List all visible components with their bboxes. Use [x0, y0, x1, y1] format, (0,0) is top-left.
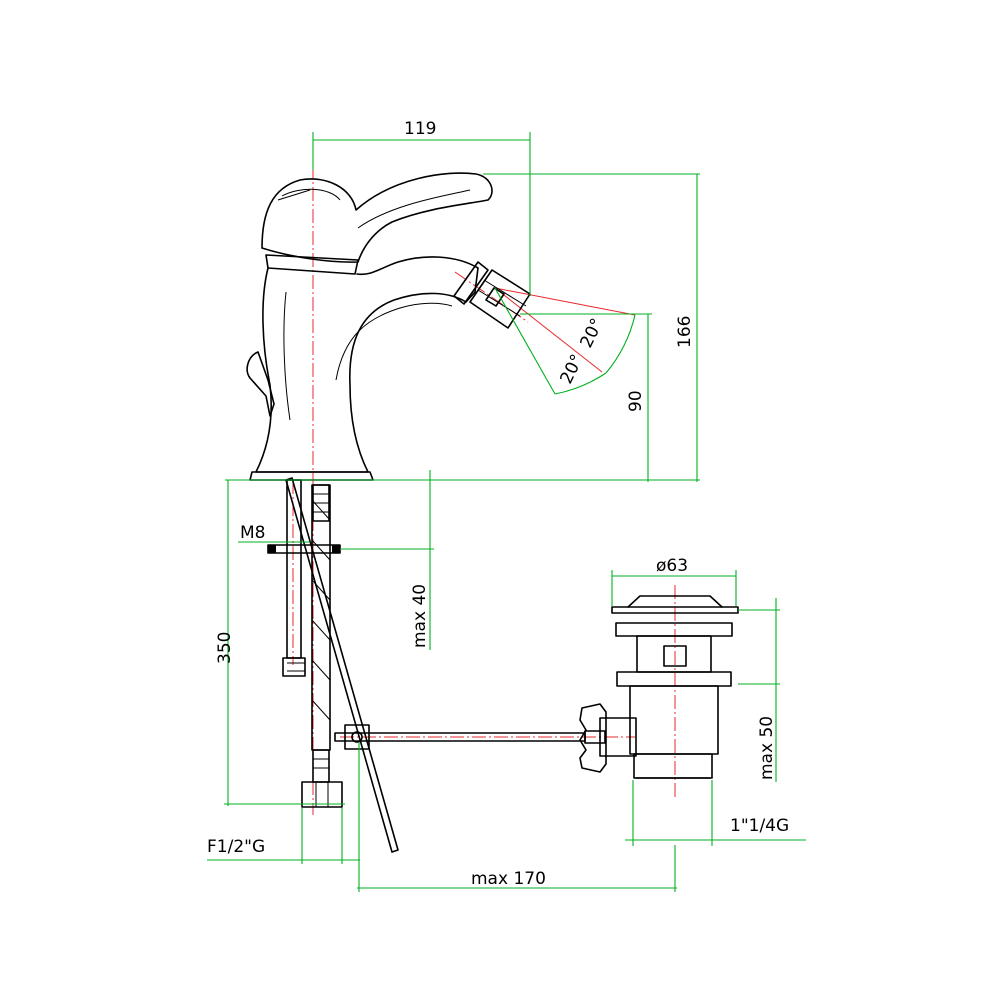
mixer-body: [246, 172, 531, 481]
dimension-lines: [207, 132, 806, 892]
dim-max-pull-rod: max 170: [471, 869, 546, 889]
dim-hose-length: 350: [215, 632, 235, 664]
pop-up-waste: [579, 595, 739, 779]
dim-thread-rod: M8: [240, 523, 265, 543]
collar-ring: [265, 254, 359, 275]
dim-drain-thread: 1"1/4G: [730, 816, 789, 836]
pop-up-knob: [246, 351, 275, 417]
linkage-clamp: [344, 724, 370, 750]
fixing-assembly: [267, 477, 586, 853]
dim-max-drain: max 50: [757, 716, 777, 780]
spray-nozzle-ring: [453, 261, 489, 305]
pull-rod: [285, 477, 399, 853]
dim-spout-height: 90: [626, 390, 646, 412]
dim-max-deck: max 40: [410, 584, 430, 648]
spout: [255, 256, 479, 473]
dim-spout-reach: 119: [404, 119, 436, 139]
dim-hose-connection: F1/2"G: [207, 837, 265, 857]
base-plate: [249, 471, 374, 481]
lever-handle: [261, 172, 493, 263]
linkage-nut: [579, 703, 607, 773]
dim-angle-upper: 20°: [577, 315, 608, 351]
dim-total-height: 166: [675, 316, 695, 348]
dimension-labels: 119 166 90 20° 20° M8 max 40 350 ø63 max…: [207, 119, 789, 889]
hose-connector-nut: [301, 781, 343, 808]
dim-drain-diameter: ø63: [656, 556, 688, 576]
